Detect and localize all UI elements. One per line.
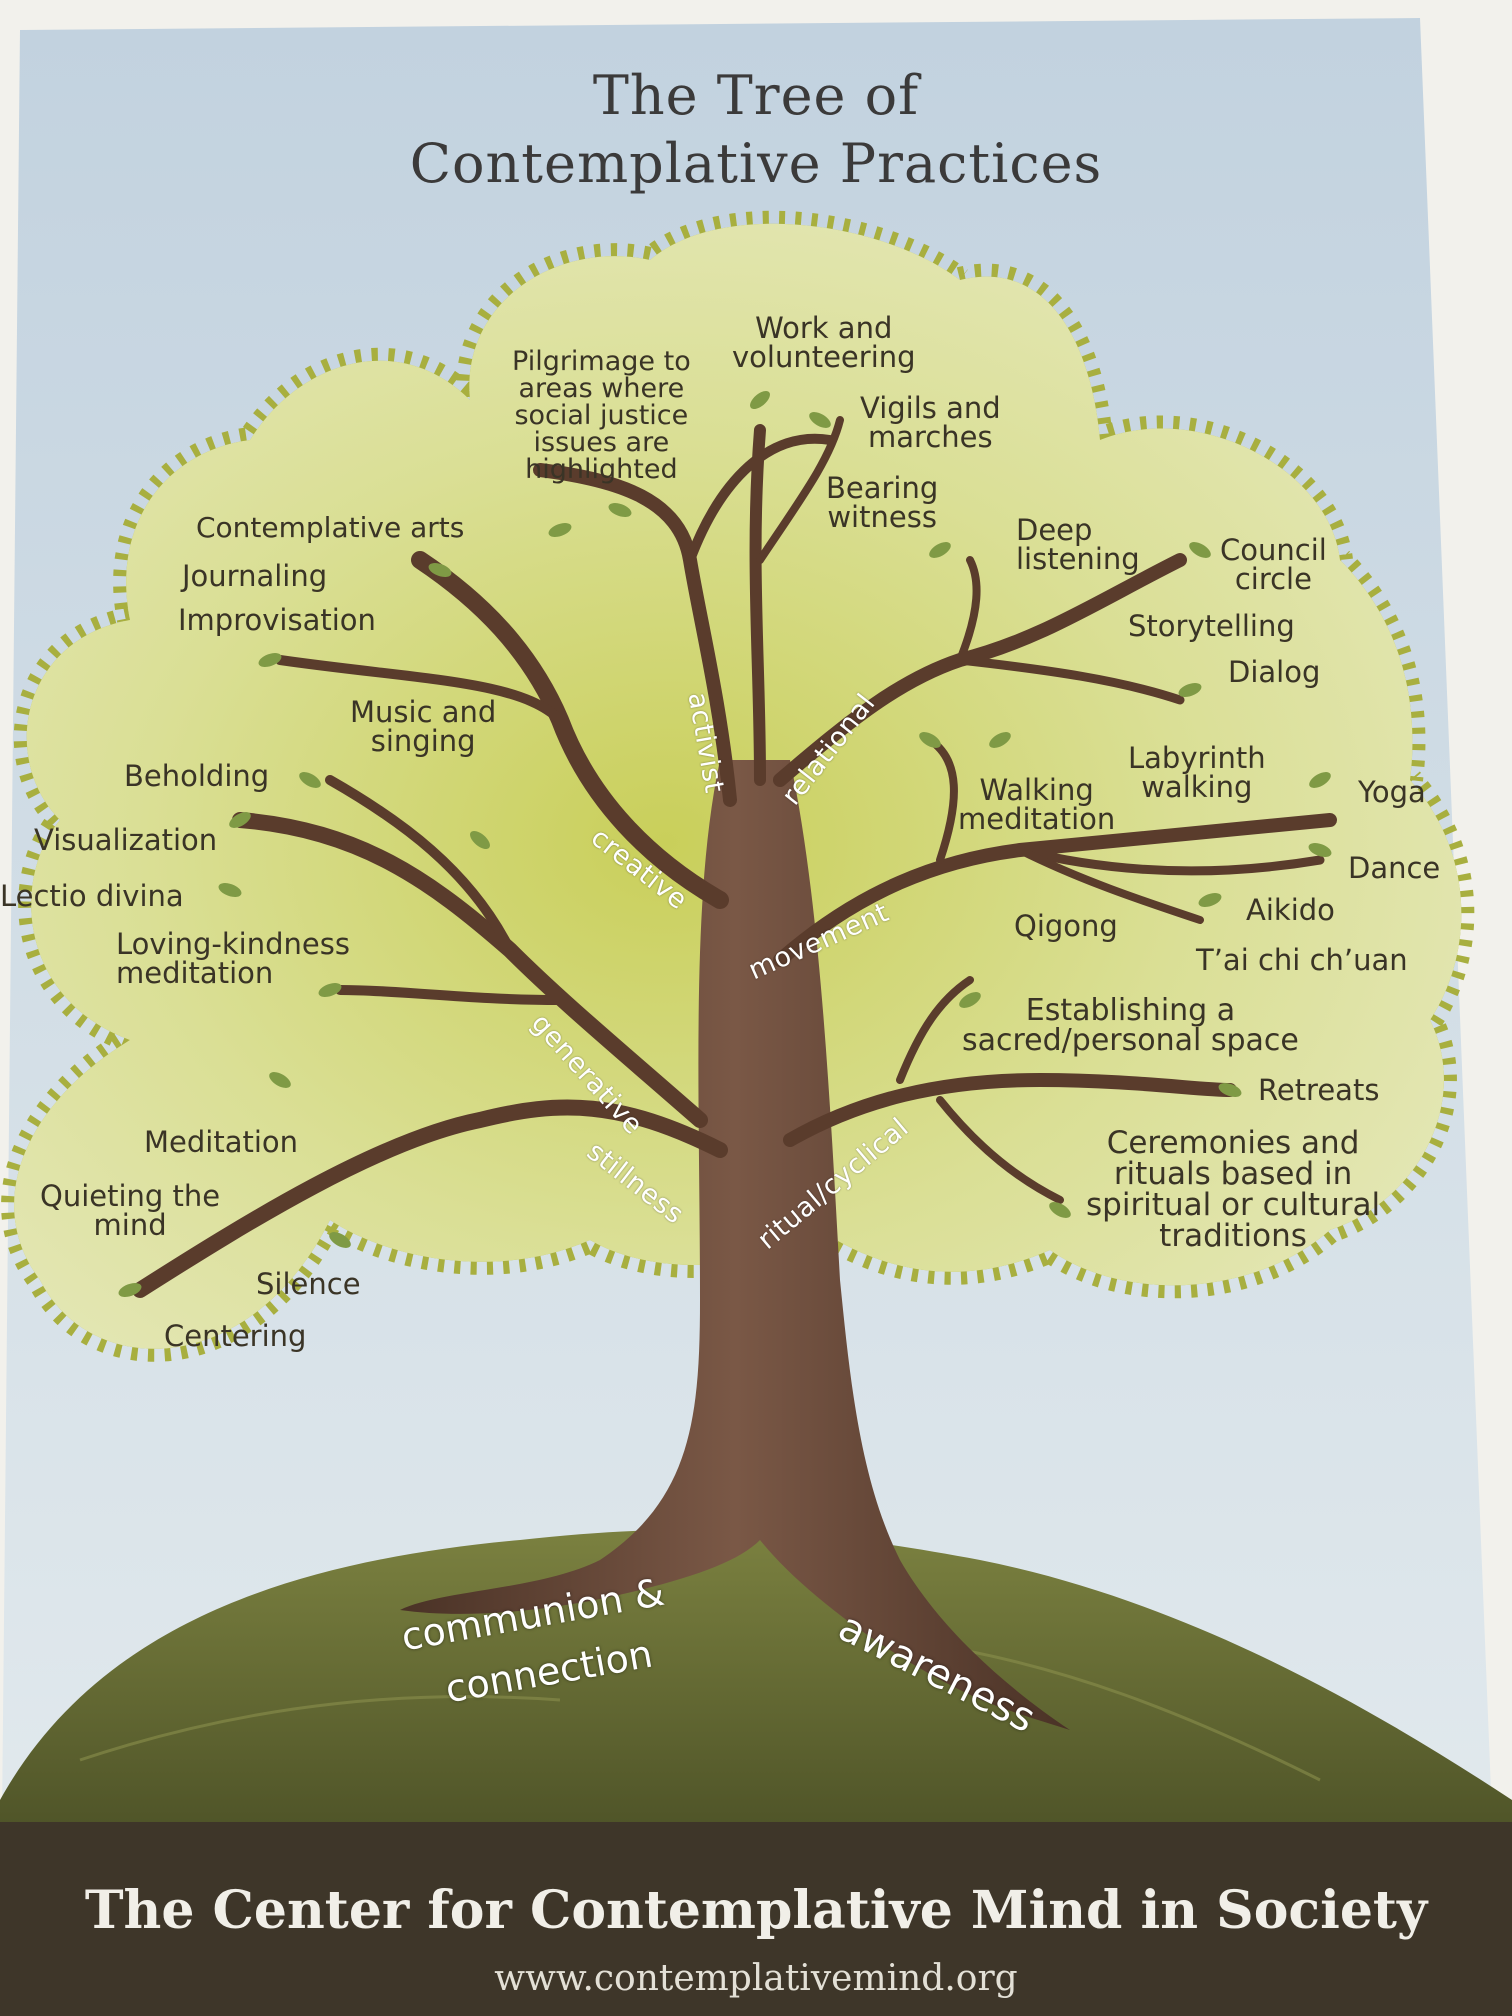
title-line-1: The Tree of [592, 64, 920, 127]
practice-aikido: Aikido [1246, 893, 1335, 927]
footer-organization: The Center for Contemplative Mind in Soc… [84, 1880, 1428, 1941]
practice-journaling: Journaling [182, 559, 328, 593]
leaves [118, 391, 1332, 1297]
practice-qigong: Qigong [1014, 909, 1118, 943]
practice-improvisation: Improvisation [178, 603, 376, 637]
footer-url[interactable]: www.contemplativemind.org [494, 1958, 1018, 1999]
practice-dance: Dance [1348, 851, 1441, 885]
practice-meditation: Meditation [144, 1125, 299, 1159]
practice-silence: Silence [256, 1267, 361, 1301]
practice-retreats: Retreats [1258, 1073, 1380, 1107]
tree-trunk [132, 416, 1337, 1730]
poster-title: The Tree of Contemplative Practices [0, 62, 1512, 198]
title-line-2: Contemplative Practices [409, 132, 1103, 195]
practice-dialog: Dialog [1228, 655, 1321, 689]
practice-contemplative-arts: Contemplative arts [196, 511, 465, 544]
practice-yoga: Yoga [1358, 775, 1426, 809]
practice-beholding: Beholding [124, 759, 270, 793]
practice-lectio-divina: Lectio divina [0, 879, 184, 913]
practice-visualization: Visualization [34, 823, 218, 857]
practice-taichi: T’ai chi ch’uan [1196, 943, 1408, 977]
footer-band [0, 1822, 1512, 2016]
practice-centering: Centering [164, 1319, 307, 1353]
hill [0, 1529, 1512, 1830]
practice-storytelling: Storytelling [1128, 609, 1295, 643]
